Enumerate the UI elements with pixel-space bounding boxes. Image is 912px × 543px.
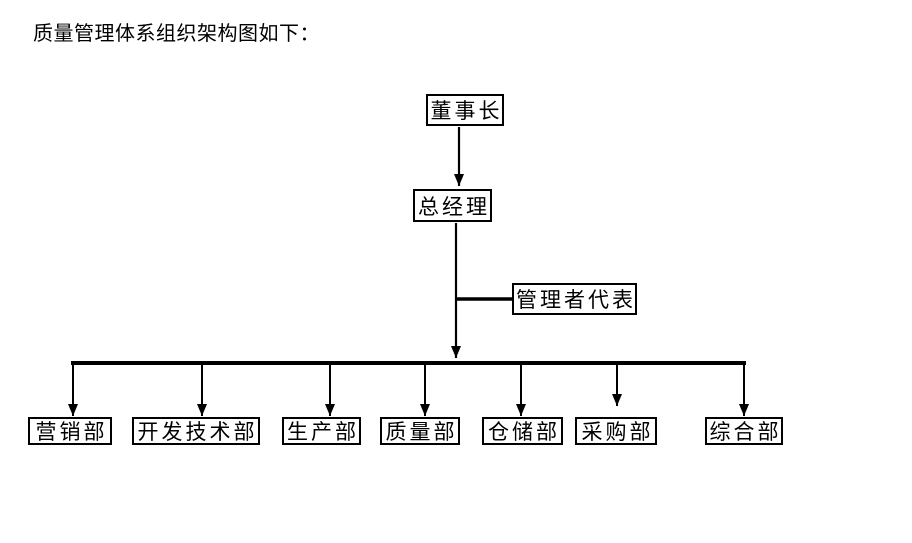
page-title: 质量管理体系组织架构图如下： [33, 21, 320, 45]
org-node-dept-production: 生产部 [282, 417, 361, 445]
org-node-dept-general-affairs: 综合部 [705, 417, 783, 445]
org-node-dept-purchasing: 采购部 [575, 417, 657, 445]
org-node-dept-marketing: 营销部 [28, 417, 112, 445]
org-node-dept-warehouse: 仓储部 [482, 417, 563, 445]
org-node-general-manager: 总经理 [413, 189, 492, 222]
org-node-dept-quality: 质量部 [380, 417, 460, 445]
org-node-chairman: 董事长 [426, 94, 504, 126]
org-node-dept-dev-tech: 开发技术部 [132, 417, 260, 445]
org-node-management-representative: 管理者代表 [512, 283, 637, 315]
